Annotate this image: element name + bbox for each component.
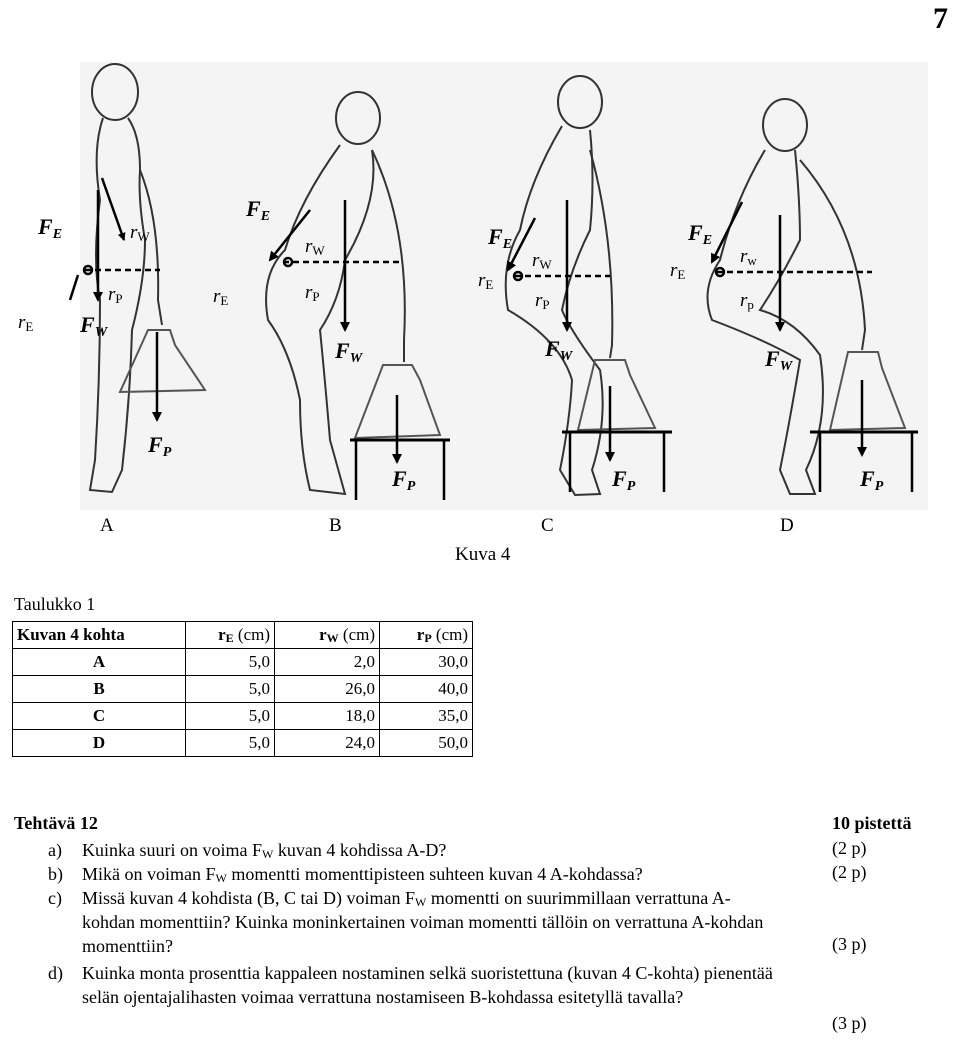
table-cell: 35,0 [379,702,473,730]
table-cell: 50,0 [379,729,473,757]
table-title: Taulukko 1 [14,594,96,614]
panel-b-vectors [268,200,402,464]
label-d-re: rE [670,260,685,282]
question-a-points: (2 p) [832,838,867,858]
panel-d-figure [706,98,918,495]
label-d-fp: FP [859,466,884,494]
panel-b-figure [265,91,450,500]
label-c-fp: FP [611,466,636,494]
label-b-fp: FP [391,466,416,494]
label-a-rp: rP [108,284,123,306]
panel-letter-a: A [100,515,114,536]
panel-c-figure [504,75,672,497]
table-row: A 5,0 2,0 30,0 [12,648,473,676]
force-labels: FE FW FP FE FW FP FE FW FP FE FW FP [37,196,884,494]
figure-kuva-4: FE FW FP FE FW FP FE FW FP FE FW FP rW r… [18,62,928,510]
question-c-text-line3: momenttiin? [82,936,173,956]
label-a-rw: rW [130,222,150,244]
question-c-letter: c) [48,888,62,908]
table-cell: A [12,648,186,676]
table-cell: 2,0 [274,648,380,676]
table-header-cell: rP (cm) [379,621,473,649]
figure-caption: Kuva 4 [455,544,511,565]
label-a-fw: FW [79,312,109,340]
table-header-cell: rE (cm) [185,621,275,649]
question-d-letter: d) [48,963,63,983]
table-cell: 18,0 [274,702,380,730]
label-b-rw: rW [305,236,325,258]
question-d-text: Kuinka monta prosenttia kappaleen nostam… [82,963,773,983]
question-b-text: Mikä on voiman FW momentti momenttipiste… [82,864,643,885]
label-b-fw: FW [334,338,364,366]
question-b-letter: b) [48,864,63,884]
table-cell: B [12,675,186,703]
distance-labels: rW rP rE rW rP rE rW rP rE rw rp rE [18,222,757,334]
label-b-re: rE [213,286,228,308]
question-c-text-line2: kohdan momenttiin? Kuinka moninkertainen… [82,912,764,932]
panel-d-vectors [710,201,872,457]
label-b-rp: rP [305,282,320,304]
question-b-points: (2 p) [832,862,867,882]
question-d-points: (3 p) [832,1013,867,1033]
label-c-re: rE [478,270,493,292]
panel-a-vectors [68,177,162,422]
question-a-letter: a) [48,840,62,860]
question-d-text-line2: selän ojentajalihasten voimaa verrattuna… [82,987,684,1007]
table-row: D 5,0 24,0 50,0 [12,729,473,757]
label-d-rw: rw [740,246,757,268]
table-cell: 5,0 [185,702,275,730]
question-c-text: Missä kuvan 4 kohdista (B, C tai D) voim… [82,888,731,909]
panel-letter-b: B [329,515,342,536]
label-a-fp: FP [147,432,172,460]
label-c-rp: rP [535,290,550,312]
label-b-fe: FE [245,196,270,224]
table-header-cell: Kuvan 4 kohta [12,621,186,649]
label-d-fw: FW [764,346,794,374]
task-points: 10 pistettä [832,813,912,833]
panel-letter-d: D [780,515,794,536]
label-a-fe: FE [37,214,62,242]
label-c-fw: FW [544,336,574,364]
page-number: 7 [933,2,948,35]
table-header-row: Kuvan 4 kohta rE (cm) rW (cm) rP (cm) [12,621,473,649]
table-cell: 5,0 [185,648,275,676]
table-cell: 40,0 [379,675,473,703]
table-cell: D [12,729,186,757]
table-cell: 26,0 [274,675,380,703]
panel-c-vectors [506,200,615,462]
label-a-re: rE [18,312,33,334]
question-c-points: (3 p) [832,934,867,954]
panel-letter-c: C [541,515,554,536]
label-c-rw: rW [532,250,552,272]
table-cell: C [12,702,186,730]
question-a-text: Kuinka suuri on voima FW kuvan 4 kohdiss… [82,840,447,861]
table-row: C 5,0 18,0 35,0 [12,702,473,730]
label-d-fe: FE [687,220,712,248]
label-d-rp: rp [740,290,754,312]
table-cell: 5,0 [185,729,275,757]
task-title: Tehtävä 12 [14,813,98,833]
table-cell: 5,0 [185,675,275,703]
table-cell: 24,0 [274,729,380,757]
label-c-fe: FE [487,224,512,252]
table-cell: 30,0 [379,648,473,676]
table-header-cell: rW (cm) [274,621,380,649]
data-table: Kuvan 4 kohta rE (cm) rW (cm) rP (cm) A … [12,621,473,757]
table-row: B 5,0 26,0 40,0 [12,675,473,703]
